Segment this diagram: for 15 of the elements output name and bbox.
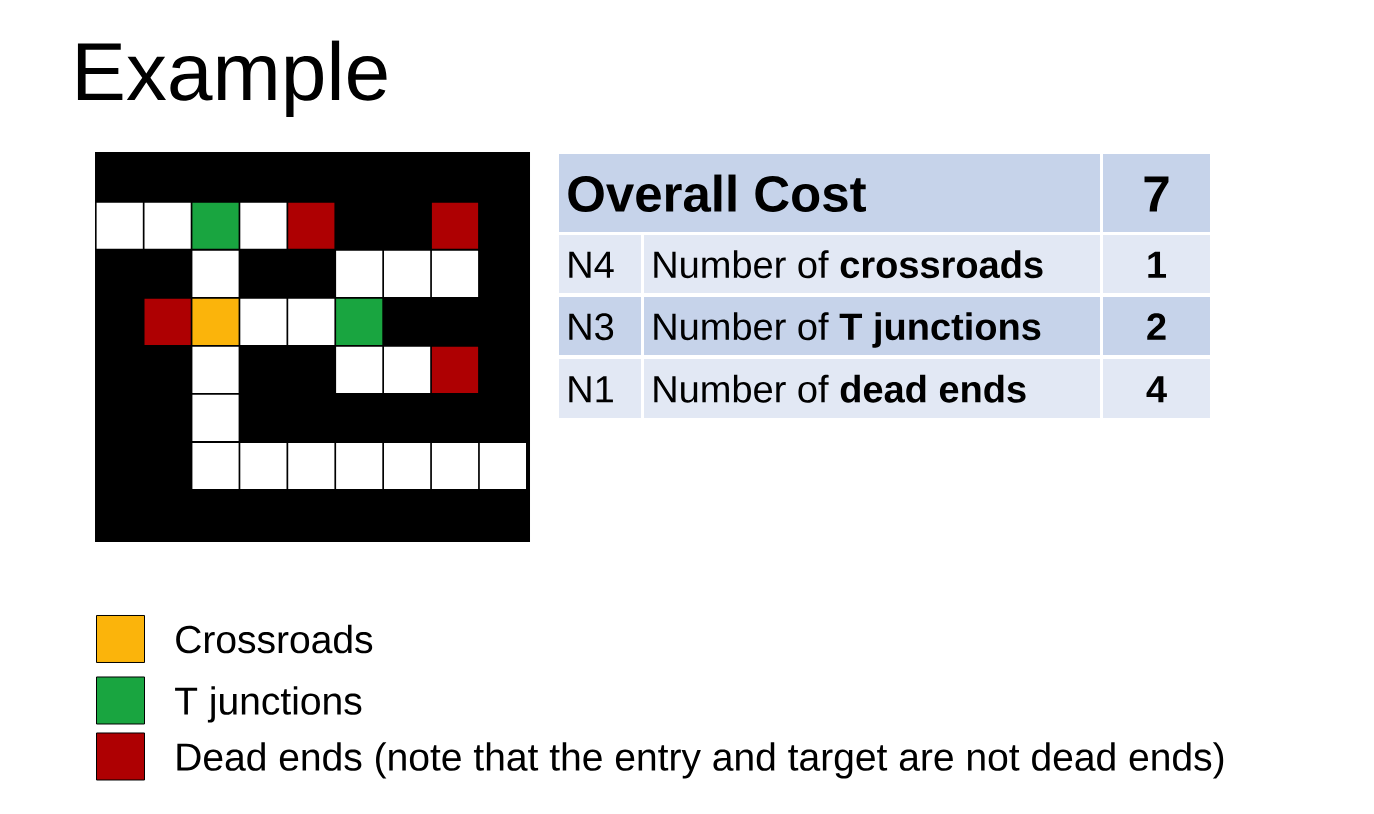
- table-cell: Number of T junctions: [644, 297, 1100, 355]
- legend-label: T junctions: [175, 686, 362, 723]
- table-cell: N1: [559, 359, 641, 418]
- table-cell: 4: [1103, 359, 1210, 418]
- table-cell: N3: [559, 297, 641, 355]
- table-header-cell: 7: [1103, 154, 1210, 232]
- legend-label: Crossroads: [176, 624, 373, 654]
- table-cell: 1: [1103, 235, 1210, 293]
- table-header-cell: Overall Cost: [559, 154, 1100, 232]
- legend-label: Dead ends (note that the entry and target are not dead ends): [177, 742, 1224, 779]
- table-cell: 2: [1103, 297, 1210, 355]
- table-cell: Number of dead ends: [644, 359, 1100, 418]
- table-cell: N4: [559, 235, 641, 293]
- title: Example: [77, 40, 387, 117]
- table-cell: Number of crossroads: [644, 235, 1100, 293]
